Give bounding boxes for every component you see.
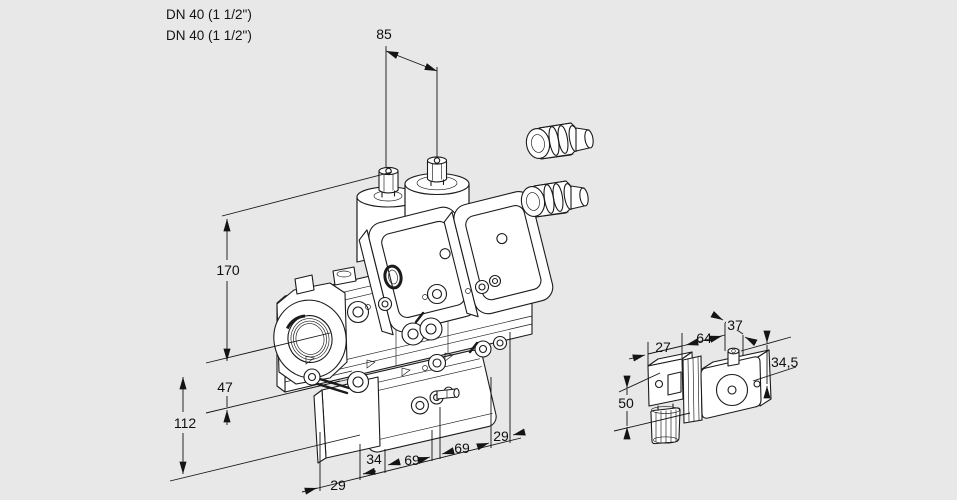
dim-64: 64 <box>681 330 726 347</box>
bolt <box>346 370 370 394</box>
coil-face-circle <box>715 373 749 407</box>
bolt <box>474 279 490 295</box>
dim-85: 85 <box>376 26 438 167</box>
bolt <box>419 317 443 341</box>
dim-50-label: 50 <box>618 395 634 411</box>
dim-37-label: 37 <box>727 317 743 333</box>
housing-screw-right <box>496 233 508 245</box>
port-size-label-top: DN 40 (1 1/2") <box>166 7 252 22</box>
dim-50: 50 <box>613 372 691 440</box>
bolt <box>346 300 370 324</box>
dim-170-label: 170 <box>216 262 240 278</box>
dim-170: 170 <box>205 171 393 364</box>
dim-64-label: 64 <box>696 330 712 346</box>
dim-112: 112 <box>169 376 361 482</box>
dim-112-label: 112 <box>174 415 197 431</box>
flow-direction-marks <box>305 311 479 377</box>
dim-34-label: 34 <box>366 451 382 467</box>
main-valve-view <box>273 122 594 464</box>
coil-side-view <box>647 347 772 445</box>
module-spigot <box>436 388 460 400</box>
dim-34-5: 34,5 <box>740 330 798 399</box>
bolt <box>377 296 393 312</box>
bolt <box>426 283 448 305</box>
base-block <box>295 370 381 464</box>
dim-27: 27 <box>628 333 683 366</box>
bolts <box>303 274 508 394</box>
dim-37: 37 <box>710 310 758 356</box>
coil-body <box>700 347 772 419</box>
inlet-flange <box>273 266 357 395</box>
dim-69a-label: 69 <box>404 452 420 468</box>
port-size-label-bottom: DN 40 (1 1/2") <box>166 28 252 43</box>
cable-gland-bottom <box>520 180 589 218</box>
bolt <box>474 340 492 358</box>
dim-base-chain: 29 34 69 69 29 <box>301 332 526 495</box>
bolt <box>427 353 447 373</box>
plug-gland-nut <box>650 403 681 445</box>
bolt <box>303 368 321 386</box>
housing-screw-left <box>439 248 451 260</box>
coil-junction-band <box>682 355 703 424</box>
dim-27-label: 27 <box>655 339 671 355</box>
dim-29-right-label: 29 <box>493 428 509 444</box>
adjustment-cap-right <box>426 156 448 187</box>
adjustment-cap-left <box>378 166 399 198</box>
module-port-large <box>410 396 429 415</box>
bolt <box>492 335 508 351</box>
dim-34-5-label: 34,5 <box>771 354 798 370</box>
coil-top-screw <box>727 347 740 367</box>
sight-glass <box>383 264 403 290</box>
dim-69b-label: 69 <box>454 440 470 456</box>
dimension-annotations: DN 40 (1 1/2") DN 40 (1 1/2") 85 170 47 <box>166 7 798 495</box>
dim-47: 47 <box>205 379 341 425</box>
cable-gland-top <box>525 122 594 160</box>
dim-29-left-label: 29 <box>330 477 346 493</box>
dim-47-label: 47 <box>217 379 233 395</box>
dim-85-label: 85 <box>376 26 392 42</box>
bolt <box>488 274 502 288</box>
